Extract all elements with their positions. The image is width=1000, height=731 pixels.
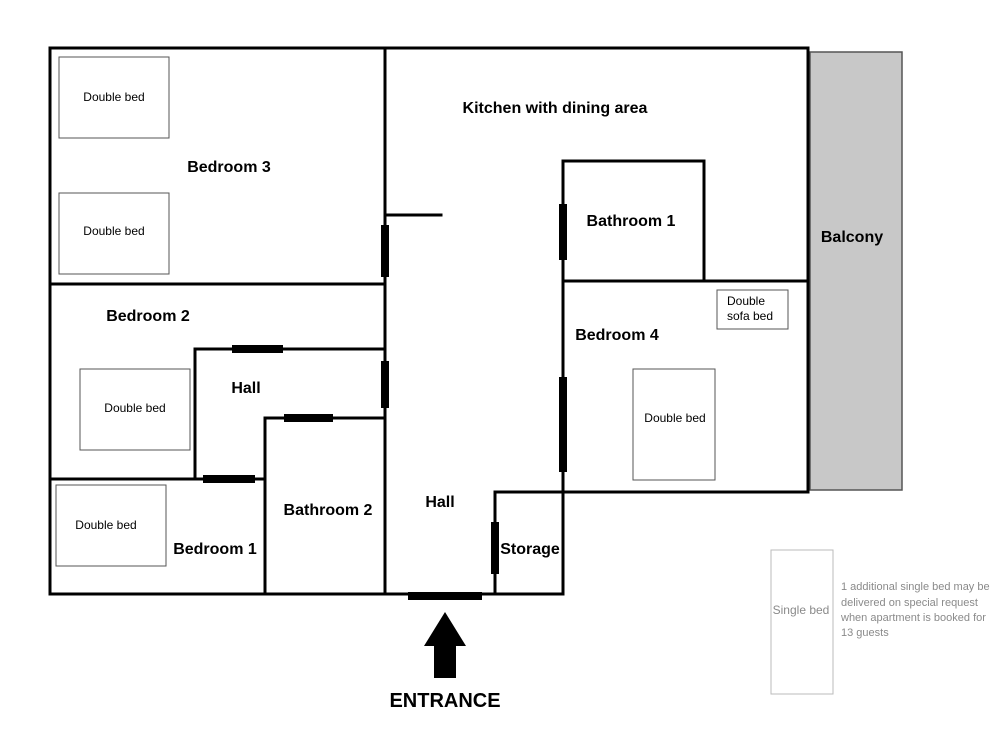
room-label-hall-main: Hall	[425, 494, 454, 511]
room-label-storage: Storage	[500, 541, 560, 558]
bed-label: Double bed	[83, 90, 144, 104]
bed-bedroom3-b	[58, 192, 170, 275]
entrance-label: ENTRANCE	[389, 690, 500, 712]
extra-single-bed-label: Single bed	[773, 603, 830, 617]
note-line-1: 1 additional single bed may be	[841, 581, 990, 593]
bed-bedroom4	[632, 368, 716, 481]
walls	[48, 46, 810, 596]
extra-single-bed	[770, 549, 834, 695]
doors	[203, 204, 567, 600]
note-line-2: delivered on special request	[841, 597, 978, 609]
room-label-bedroom1: Bedroom 1	[173, 541, 257, 558]
entrance-arrow-icon	[424, 612, 466, 678]
room-label-kitchen: Kitchen with dining area	[463, 100, 648, 117]
note-line-3: when apartment is booked for	[840, 612, 986, 624]
room-label-balcony: Balcony	[821, 229, 883, 246]
room-label-bedroom3: Bedroom 3	[187, 159, 271, 176]
bed-label: Double bed	[75, 518, 136, 532]
wall-upper-hall	[193, 347, 387, 481]
room-label-hall-upper: Hall	[231, 380, 260, 397]
bed-bedroom1	[55, 484, 167, 567]
beds: Double bed Double bed Double bed Double …	[55, 56, 834, 695]
note-line-4: 13 guests	[841, 627, 889, 639]
room-label-bathroom2: Bathroom 2	[284, 502, 373, 519]
room-label-bathroom1: Bathroom 1	[587, 213, 676, 230]
extra-bed-note: 1 additional single bed may be delivered…	[840, 581, 990, 639]
room-label-bedroom2: Bedroom 2	[106, 308, 190, 325]
sofa-bed-label-line1: Double	[727, 294, 765, 308]
balcony-area	[809, 51, 903, 491]
sofa-bed-label-line2: sofa bed	[727, 309, 773, 323]
room-labels: Bedroom 3 Kitchen with dining area Bathr…	[106, 100, 883, 558]
room-label-bedroom4: Bedroom 4	[575, 327, 659, 344]
bed-label: Double bed	[83, 224, 144, 238]
sofa-bed-bedroom4	[716, 289, 789, 330]
wall-bathroom2	[263, 416, 387, 596]
bed-label: Double bed	[104, 401, 165, 415]
bed-label: Double bed	[644, 411, 705, 425]
bed-bedroom2	[79, 368, 191, 451]
bed-bedroom3-a	[58, 56, 170, 139]
